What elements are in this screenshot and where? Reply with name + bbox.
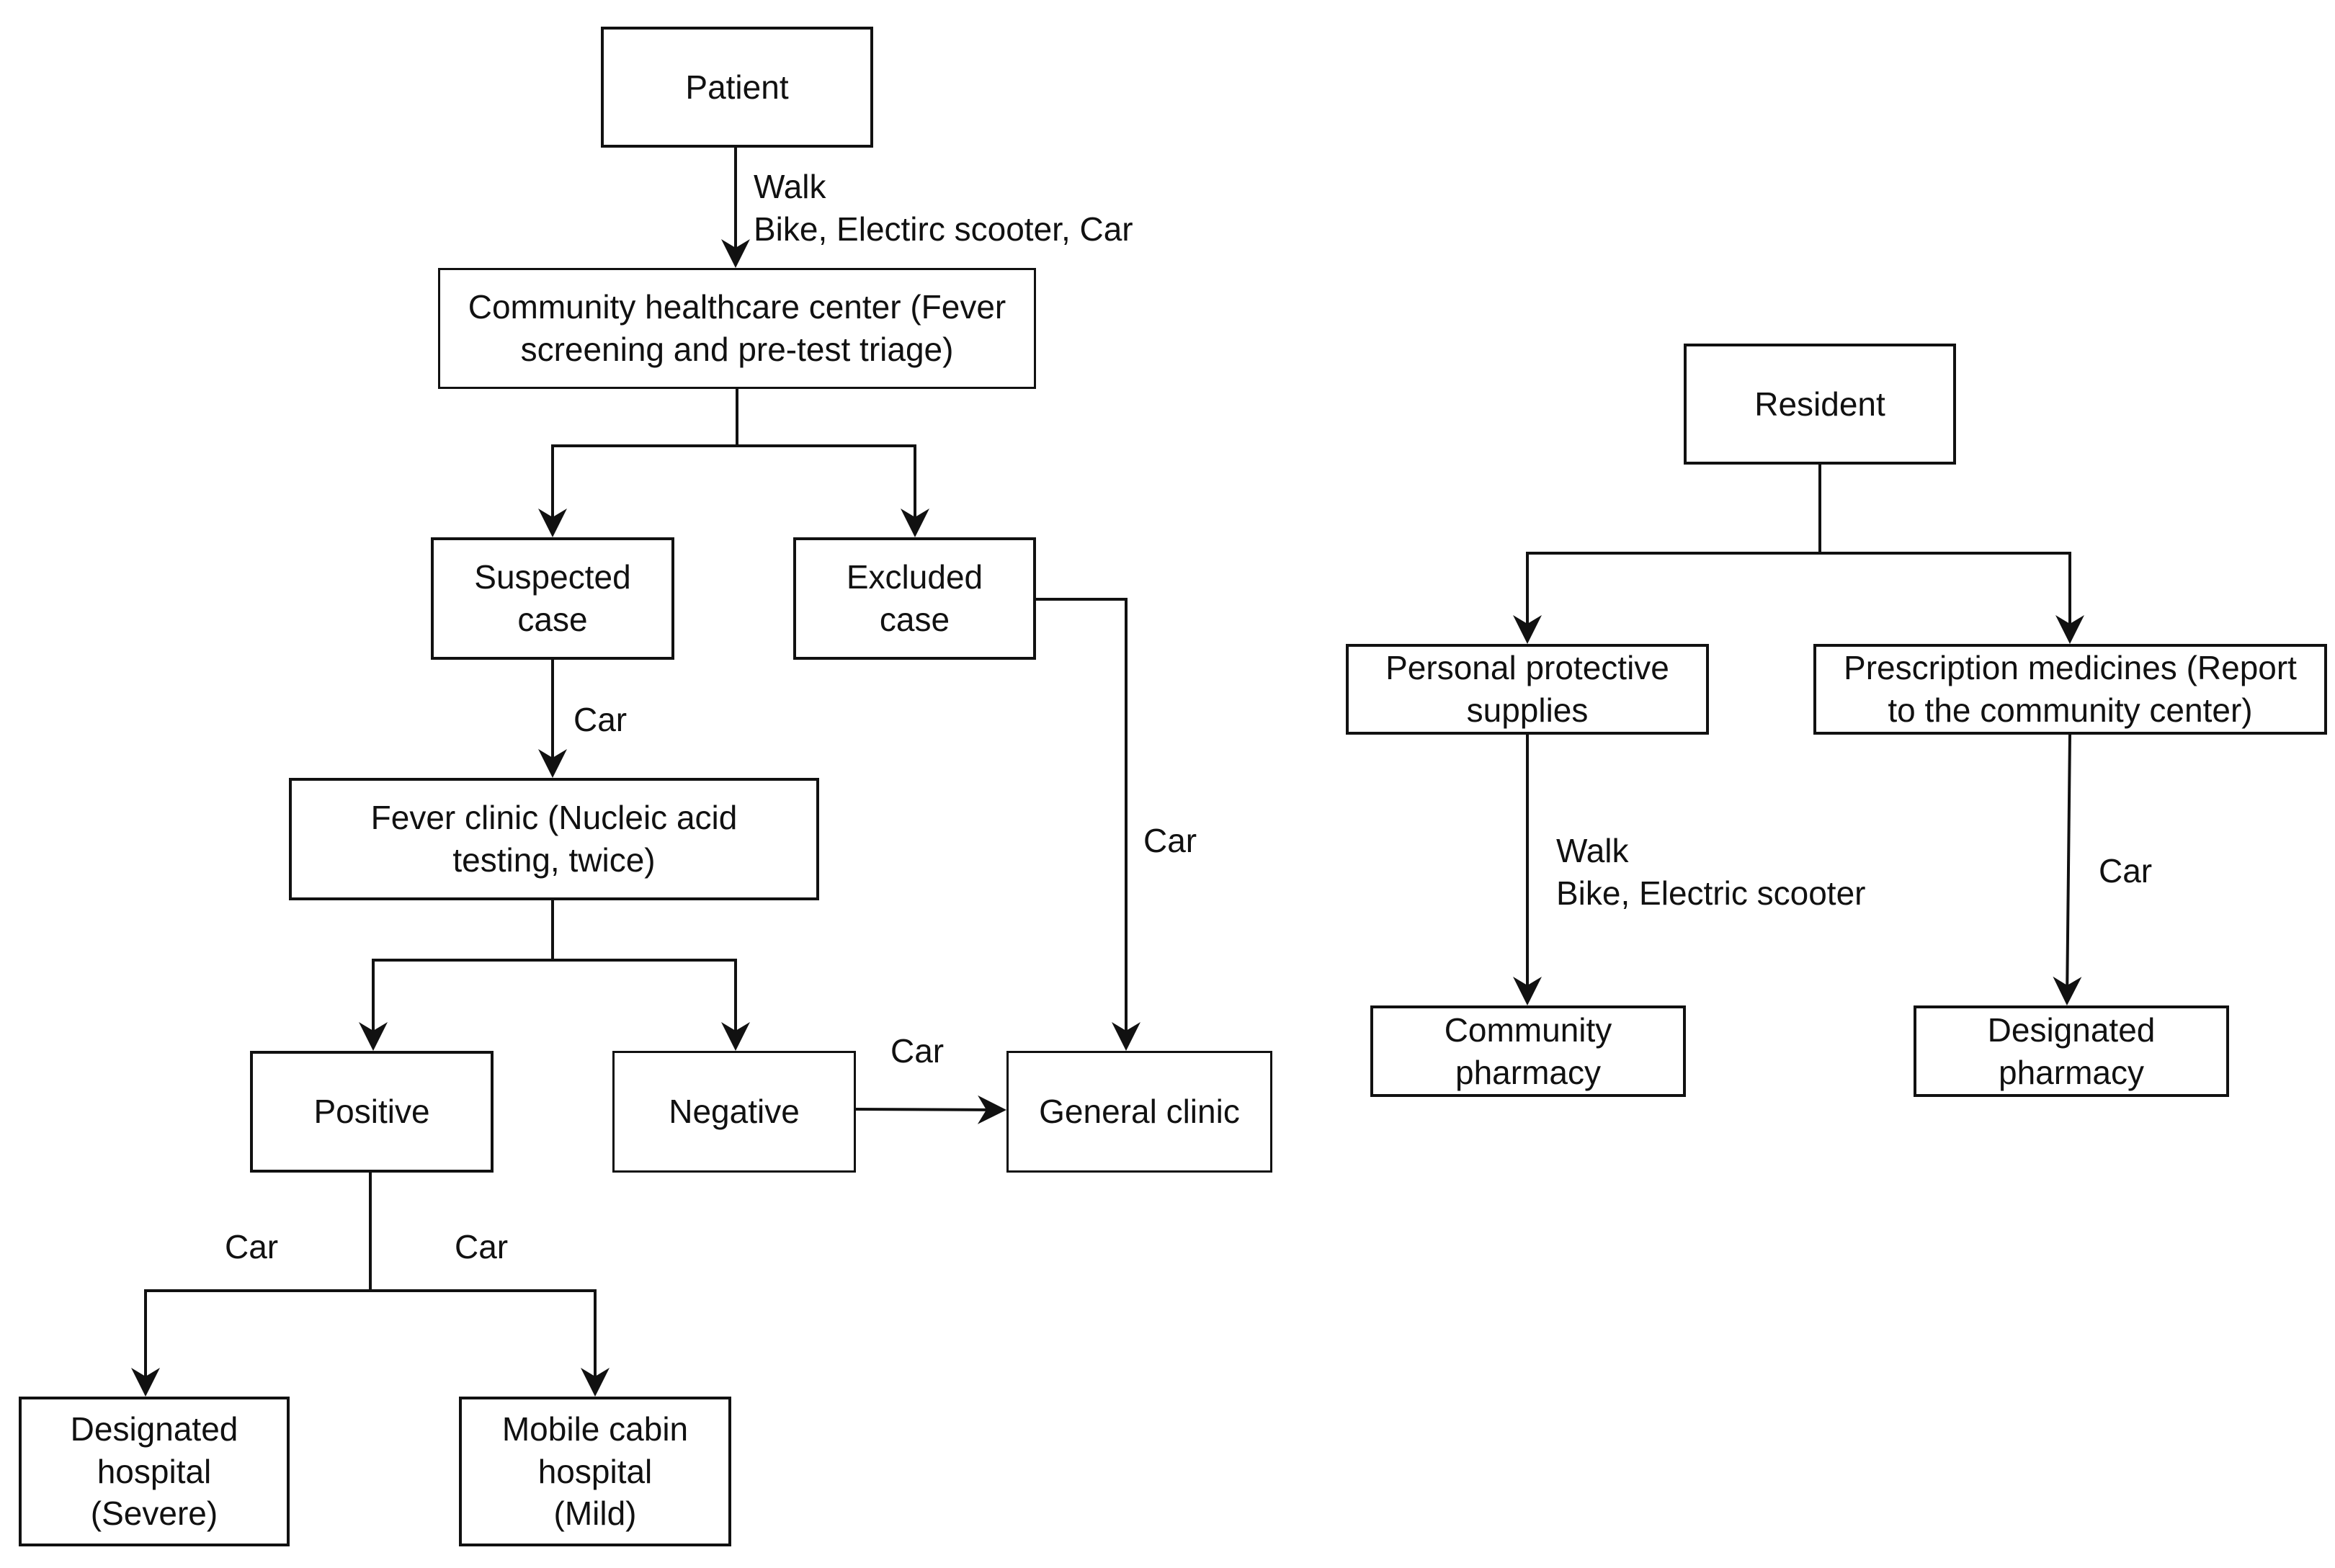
edge-label-suspected-to-fever: Car [573, 699, 627, 741]
node-designated-hospital-line-2: hospital [97, 1452, 212, 1490]
edge-label-positive-to-mobile: Car [455, 1226, 508, 1268]
node-mobile-cabin-hospital-line-1: Mobile cabin [501, 1410, 689, 1448]
edge-label-excluded-to-general: Car [1143, 820, 1197, 862]
edge-label-prescription-to-pharmacy: Car [2099, 850, 2152, 892]
node-designated-pharmacy-line-1: Designated [1987, 1011, 2156, 1049]
node-suspected-case-line-1: Suspected [474, 558, 631, 596]
node-suspected-case: Suspected case [431, 537, 674, 660]
node-designated-pharmacy-line-2: pharmacy [1999, 1053, 2144, 1091]
edge-label-suspected-to-fever-line-1: Car [573, 701, 628, 738]
node-excluded-case: Excluded case [793, 537, 1036, 660]
node-fever-clinic: Fever clinic (Nucleic acid testing, twic… [289, 778, 819, 900]
node-community-healthcare-center: Community healthcare center (Fever scree… [438, 268, 1036, 389]
edge-fever-to-negative [553, 959, 750, 1051]
edge-label-positive-to-designated: Car [225, 1226, 278, 1268]
edge-resident-to-prescription [1820, 552, 2084, 644]
edge-resident-to-ppe [1513, 552, 1820, 644]
node-mobile-cabin-hospital: Mobile cabin hospital (Mild) [459, 1397, 731, 1546]
edge-label-ppe-to-pharmacy: Walk Bike, Electric scooter [1556, 830, 1865, 915]
edge-label-excluded-to-general-line-1: Car [1143, 822, 1197, 859]
node-community-pharmacy-line-2: pharmacy [1455, 1053, 1601, 1091]
edge-label-positive-to-designated-line-1: Car [225, 1228, 279, 1265]
node-patient-line-1: Patient [685, 68, 789, 106]
edge-label-patient-to-center: Walk Bike, Electirc scooter, Car [754, 166, 1133, 251]
node-negative: Negative [612, 1051, 856, 1173]
node-designated-hospital: Designated hospital (Severe) [19, 1397, 290, 1546]
node-suspected-case-line-2: case [517, 601, 588, 638]
node-prescription-medicines-line-2: to the community center) [1888, 691, 2253, 729]
node-community-healthcare-center-line-2: screening and pre-test triage) [520, 331, 954, 368]
edge-positive-to-mobile [370, 1289, 610, 1397]
node-personal-protective-supplies-line-1: Personal protective [1385, 649, 1669, 687]
edge-label-patient-to-center-line-1: Walk [754, 168, 826, 205]
node-mobile-cabin-hospital-line-3: (Mild) [553, 1495, 637, 1533]
edge-center-to-suspected [538, 444, 737, 537]
node-mobile-cabin-hospital-line-2: hospital [537, 1452, 653, 1490]
edge-label-negative-to-general-line-1: Car [890, 1032, 945, 1070]
edge-fever-to-positive [359, 959, 553, 1051]
edge-center-to-excluded [737, 444, 929, 537]
node-negative-line-1: Negative [669, 1093, 800, 1131]
node-community-healthcare-center-line-1: Community healthcare center (Fever [468, 288, 1006, 326]
node-general-clinic-line-1: General clinic [1039, 1093, 1240, 1131]
edge-label-ppe-to-pharmacy-line-2: Bike, Electric scooter [1556, 874, 1866, 912]
node-fever-clinic-line-1: Fever clinic (Nucleic acid [370, 799, 738, 837]
edge-label-negative-to-general: Car [890, 1030, 944, 1072]
node-community-pharmacy: Community pharmacy [1370, 1005, 1686, 1097]
node-general-clinic: General clinic [1006, 1051, 1272, 1173]
node-patient: Patient [601, 27, 873, 148]
edge-label-prescription-to-pharmacy-line-1: Car [2099, 852, 2153, 890]
node-community-pharmacy-line-1: Community [1444, 1011, 1612, 1049]
node-fever-clinic-line-2: testing, twice) [452, 841, 656, 879]
node-designated-pharmacy: Designated pharmacy [1914, 1005, 2229, 1097]
node-designated-hospital-line-1: Designated [70, 1410, 238, 1448]
node-excluded-case-line-2: case [879, 601, 950, 638]
node-resident: Resident [1684, 344, 1956, 465]
node-positive-line-1: Positive [313, 1093, 430, 1131]
node-prescription-medicines-line-1: Prescription medicines (Report [1844, 649, 2297, 687]
node-positive: Positive [250, 1051, 494, 1173]
edge-label-positive-to-mobile-line-1: Car [455, 1228, 509, 1265]
node-personal-protective-supplies: Personal protective supplies [1346, 644, 1709, 735]
edge-excluded-to-general [1036, 598, 1140, 1051]
edge-label-ppe-to-pharmacy-line-1: Walk [1556, 832, 1629, 869]
node-resident-line-1: Resident [1754, 385, 1885, 423]
node-personal-protective-supplies-line-2: supplies [1466, 691, 1589, 729]
edge-negative-to-general [855, 1095, 1006, 1124]
node-designated-hospital-line-3: (Severe) [90, 1495, 218, 1533]
edge-positive-to-designated [131, 1289, 370, 1397]
edge-label-patient-to-center-line-2: Bike, Electirc scooter, Car [754, 210, 1133, 248]
node-prescription-medicines: Prescription medicines (Report to the co… [1813, 644, 2327, 735]
node-excluded-case-line-1: Excluded [846, 558, 983, 596]
edge-prescription-to-pharmacy [2053, 734, 2082, 1005]
